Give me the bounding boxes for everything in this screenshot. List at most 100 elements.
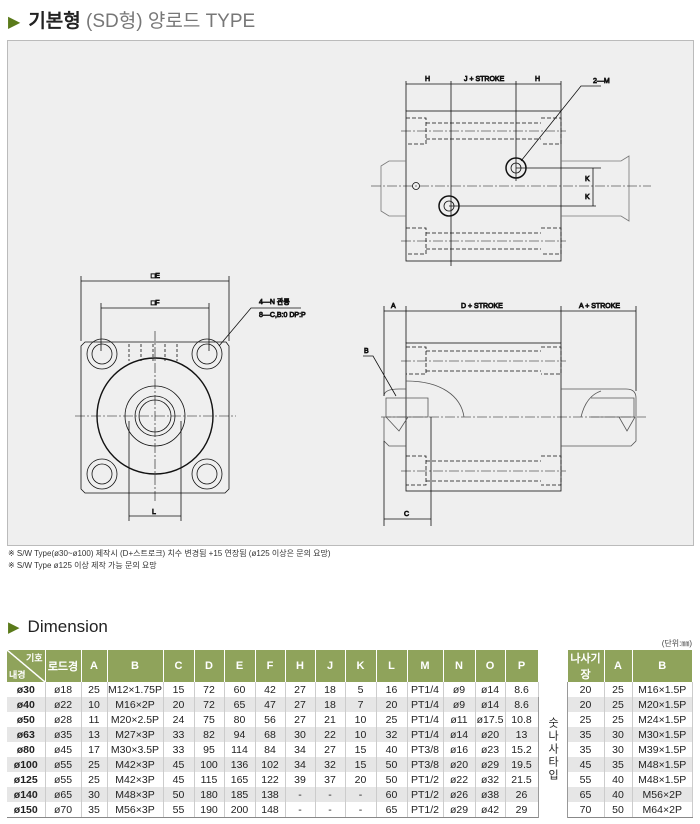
- table-cell: M48×1.5P: [632, 757, 693, 772]
- table-cell: 20: [567, 697, 605, 712]
- table-cell: 27: [285, 682, 316, 697]
- table-cell: -: [285, 802, 316, 818]
- table-cell: -: [345, 802, 377, 818]
- table-cell: 17: [81, 742, 108, 757]
- table-cell: 20: [567, 682, 605, 697]
- table-cell: 50: [376, 772, 408, 787]
- table-cell: ø80: [7, 742, 46, 757]
- table-cell: 33: [163, 742, 195, 757]
- table-cell: 45: [163, 757, 195, 772]
- column-header: C: [163, 650, 195, 682]
- male-thread-header-spacer: [538, 650, 568, 682]
- dimension-heading: ▶Dimension: [8, 617, 108, 636]
- table-cell: 72: [194, 697, 225, 712]
- table-cell: ø20: [443, 757, 476, 772]
- table-cell: 37: [315, 772, 346, 787]
- column-header: K: [345, 650, 377, 682]
- table-cell: ø140: [7, 787, 46, 802]
- table-cell: ø17.5: [475, 712, 506, 727]
- table-cell: ø65: [45, 787, 82, 802]
- table-cell: 10.8: [505, 712, 539, 727]
- table-cell: 25: [604, 712, 633, 727]
- table-cell: 30: [285, 727, 316, 742]
- table-cell: 115: [194, 772, 225, 787]
- table-cell: ø26: [443, 787, 476, 802]
- table-cell: 25: [81, 772, 108, 787]
- table-cell: 72: [194, 682, 225, 697]
- table-cell: 45: [567, 757, 605, 772]
- table-cell: ø18: [45, 682, 82, 697]
- table-cell: ø32: [475, 772, 506, 787]
- column-header: N: [443, 650, 476, 682]
- table-cell: 33: [163, 727, 195, 742]
- column-header: E: [224, 650, 256, 682]
- table-cell: ø9: [443, 697, 476, 712]
- table-cell: -: [315, 787, 346, 802]
- table-cell: ø70: [45, 802, 82, 818]
- table-cell: 25: [376, 712, 408, 727]
- label-cb: 8—C,B:0 DP:P: [259, 312, 306, 319]
- column-header: B: [632, 650, 693, 682]
- column-header: A: [81, 650, 108, 682]
- table-cell: 50: [604, 802, 633, 818]
- table-cell: 148: [255, 802, 286, 818]
- table-cell: M12×1.75P: [107, 682, 164, 697]
- table-cell: PT3/8: [407, 757, 444, 772]
- table-cell: M39×1.5P: [632, 742, 693, 757]
- column-header: 로드경: [45, 650, 82, 682]
- dim-j-stroke: J + STROKE: [464, 76, 505, 83]
- table-cell: 70: [567, 802, 605, 818]
- table-cell: 200: [224, 802, 256, 818]
- dim-d-stroke: D + STROKE: [461, 303, 503, 310]
- table-cell: ø29: [443, 802, 476, 818]
- table-cell: 30: [604, 727, 633, 742]
- table-cell: 165: [224, 772, 256, 787]
- table-cell: 10: [345, 727, 377, 742]
- column-header: J: [315, 650, 346, 682]
- dim-l: L: [152, 509, 156, 516]
- table-cell: M16×1.5P: [632, 682, 693, 697]
- table-cell: 15: [345, 757, 377, 772]
- dim-f: □F: [151, 300, 160, 307]
- table-cell: -: [345, 787, 377, 802]
- table-cell: 24: [163, 712, 195, 727]
- table-cell: ø55: [45, 757, 82, 772]
- table-cell: 29: [505, 802, 539, 818]
- table-cell: 7: [345, 697, 377, 712]
- column-header: F: [255, 650, 286, 682]
- table-cell: ø63: [7, 727, 46, 742]
- table-cell: 42: [255, 682, 286, 697]
- table-cell: ø29: [475, 757, 506, 772]
- male-thread-type-label: 숫나사타입: [537, 682, 568, 818]
- table-cell: ø150: [7, 802, 46, 818]
- table-cell: 80: [224, 712, 256, 727]
- table-cell: 8.6: [505, 697, 539, 712]
- table-cell: 94: [224, 727, 256, 742]
- table-cell: ø42: [475, 802, 506, 818]
- table-cell: 45: [163, 772, 195, 787]
- table-cell: PT1/2: [407, 787, 444, 802]
- table-cell: 180: [194, 787, 225, 802]
- table-cell: 25: [604, 682, 633, 697]
- table-cell: 35: [81, 802, 108, 818]
- label-b: B: [364, 348, 369, 355]
- table-cell: 25: [81, 682, 108, 697]
- label-2m: 2—M: [593, 78, 610, 85]
- table-cell: 30: [81, 787, 108, 802]
- table-cell: 185: [224, 787, 256, 802]
- table-cell: 27: [315, 742, 346, 757]
- page-title: ▶기본형 (SD형) 양로드 TYPE: [8, 11, 256, 32]
- table-cell: 50: [163, 787, 195, 802]
- table-cell: 136: [224, 757, 256, 772]
- table-cell: 21.5: [505, 772, 539, 787]
- table-cell: 50: [376, 757, 408, 772]
- table-cell: 35: [604, 757, 633, 772]
- table-cell: ø22: [45, 697, 82, 712]
- table-cell: M48×1.5P: [632, 772, 693, 787]
- table-cell: 55: [567, 772, 605, 787]
- front-view: □E □F 4—N 관통 8—C,B:0 DP:P L: [75, 273, 306, 521]
